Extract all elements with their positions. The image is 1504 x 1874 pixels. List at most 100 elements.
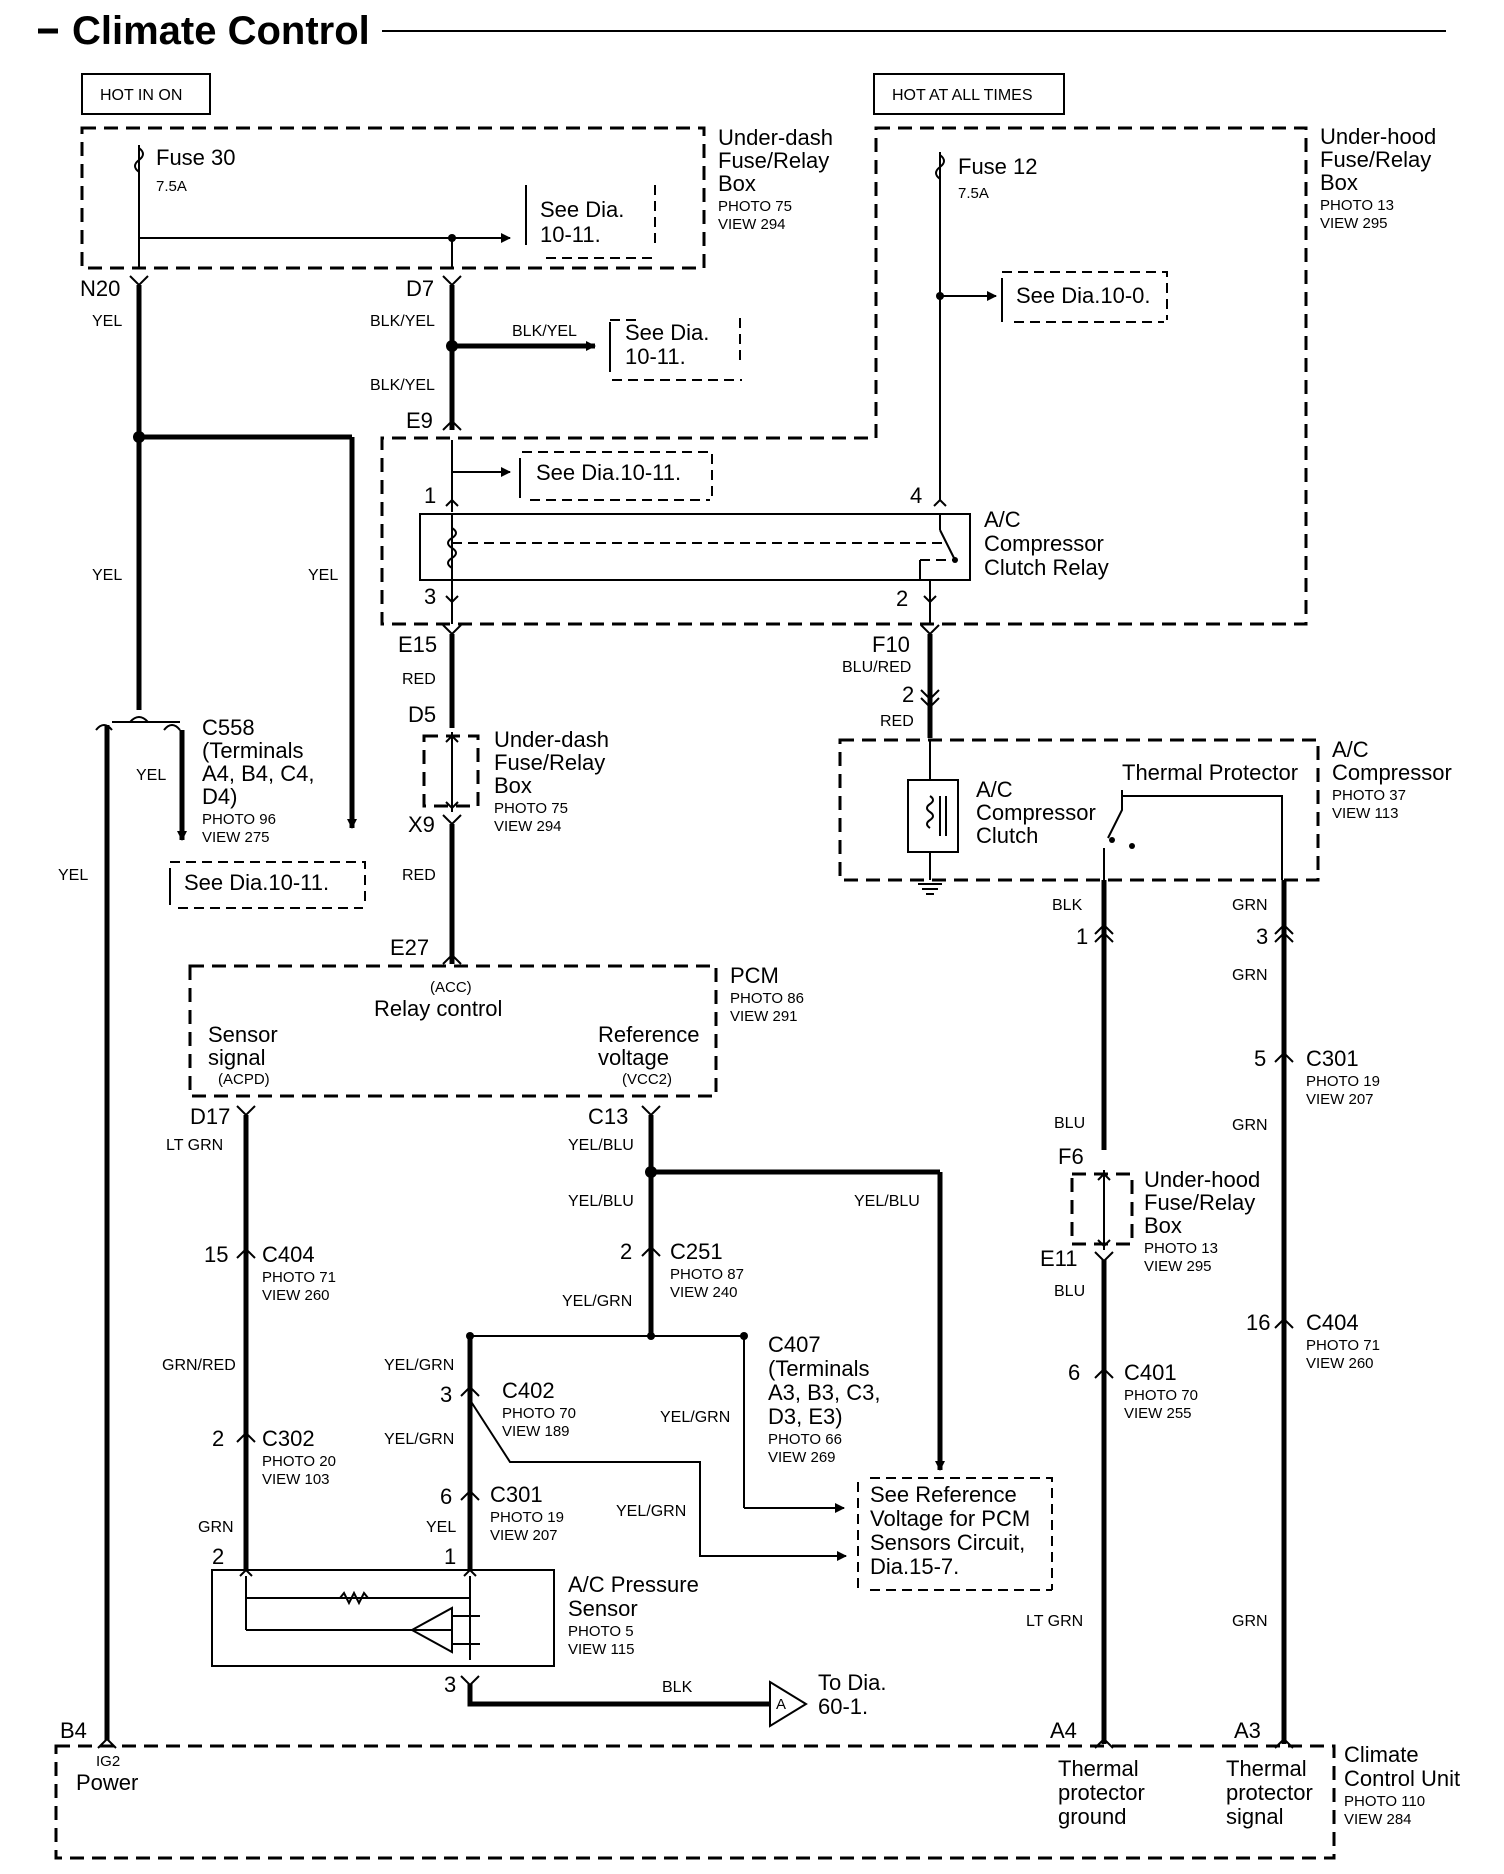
- c301b-view: VIEW 207: [1306, 1091, 1374, 1108]
- fuse30-symbol: [134, 147, 144, 173]
- terminal-d7: D7: [406, 276, 434, 301]
- wire-label-yelblu-1: YEL/BLU: [568, 1137, 634, 1154]
- c407-l2: A3, B3, C3,: [768, 1380, 881, 1405]
- thermal-protector-label: Thermal Protector: [1122, 760, 1298, 785]
- clutch-coil: [926, 795, 934, 829]
- clutch-label-2: Compressor: [976, 800, 1096, 825]
- connector-x9: [442, 814, 462, 826]
- ccu-tps-2: protector: [1226, 1780, 1313, 1805]
- connector-c401: [1094, 1367, 1114, 1379]
- wire-label-blkyel-1: BLK/YEL: [370, 313, 435, 330]
- c302-view: VIEW 103: [262, 1471, 330, 1488]
- pcm-ref-2: voltage: [598, 1045, 669, 1070]
- connector-d7: [442, 275, 462, 287]
- offpage-connector-icon: [769, 1680, 808, 1728]
- wire-label-grnred: GRN/RED: [162, 1357, 236, 1374]
- terminal-e9: E9: [406, 408, 433, 433]
- ccu-view: VIEW 284: [1344, 1811, 1412, 1828]
- see-dia-1-l1: See Dia.: [540, 197, 624, 222]
- wire-label-grn-5: GRN: [198, 1519, 234, 1536]
- wire-label-red-1: RED: [402, 671, 436, 688]
- relay-label-3: Clutch Relay: [984, 555, 1109, 580]
- wire-label-yelgrn-1: YEL/GRN: [562, 1293, 632, 1310]
- thermal-dot2: [1129, 843, 1135, 849]
- connector-f10: [920, 624, 940, 636]
- connector-pressure-gnd: [460, 1675, 480, 1687]
- clutch-label-1: A/C: [976, 777, 1013, 802]
- wire-label-grn-4: GRN: [1232, 1613, 1268, 1630]
- fuse12-symbol: [935, 154, 945, 180]
- wire-label-yel-2: YEL: [92, 567, 122, 584]
- pressure-label-1: A/C Pressure: [568, 1572, 699, 1597]
- pin-1: 1: [424, 483, 436, 508]
- c404b-view: VIEW 260: [1306, 1355, 1374, 1372]
- pin-15: 15: [204, 1242, 228, 1267]
- bus-dot-2: [647, 1332, 655, 1340]
- ccu-tpg-3: ground: [1058, 1804, 1127, 1829]
- terminal-a3: A3: [1234, 1718, 1261, 1743]
- pin-2e: 2: [620, 1239, 632, 1264]
- ccu-ig2: IG2: [96, 1753, 120, 1770]
- terminal-f10: F10: [872, 632, 910, 657]
- pin-4: 4: [910, 483, 922, 508]
- compressor-photo: PHOTO 37: [1332, 787, 1406, 804]
- terminal-n20: N20: [80, 276, 120, 301]
- ccu-power: Power: [76, 1770, 138, 1795]
- c302-photo: PHOTO 20: [262, 1453, 336, 1470]
- c401-name: C401: [1124, 1360, 1177, 1385]
- connector-d17: [236, 1105, 256, 1117]
- underhood-mid-label-1: Under-hood: [1144, 1167, 1260, 1192]
- pcm-sensor-2: signal: [208, 1045, 265, 1070]
- underhood-box: [380, 126, 1308, 626]
- terminal-e27: E27: [390, 935, 429, 960]
- connector-b4: [97, 1737, 117, 1749]
- ref-voltage-l1: See Reference: [870, 1482, 1017, 1507]
- fuse12-name: Fuse 12: [958, 154, 1038, 179]
- pressure-photo: PHOTO 5: [568, 1623, 634, 1640]
- wire-label-blu-2: BLU: [1054, 1283, 1085, 1300]
- wire-label-yelblu-2: YEL/BLU: [568, 1193, 634, 1210]
- terminal-a4: A4: [1050, 1718, 1077, 1743]
- pin-2b: 2: [902, 682, 914, 707]
- wire-label-yelgrn-4: YEL/GRN: [384, 1431, 454, 1448]
- pin-3b: 3: [1256, 924, 1268, 949]
- pin-2: 2: [896, 586, 908, 611]
- connector-c301b: [1274, 1051, 1294, 1063]
- ccu-tps-3: signal: [1226, 1804, 1283, 1829]
- connector-c13: [641, 1105, 661, 1117]
- ref-voltage-l2: Voltage for PCM: [870, 1506, 1030, 1531]
- relay-pin4: [933, 498, 947, 507]
- compressor-box: [838, 738, 1320, 882]
- wire-label-yelgrn-2: YEL/GRN: [660, 1409, 730, 1426]
- clutch-coil-box: [907, 779, 959, 853]
- underdash-photo: PHOTO 75: [718, 198, 792, 215]
- ccu-tps-1: Thermal: [1226, 1756, 1307, 1781]
- wire-label-blkyel-3: BLK/YEL: [370, 377, 435, 394]
- c558-photo: PHOTO 96: [202, 811, 276, 828]
- compressor-label-1: A/C: [1332, 737, 1369, 762]
- ccu-tpg-2: protector: [1058, 1780, 1145, 1805]
- pin-1b: 1: [1076, 924, 1088, 949]
- c404a-view: VIEW 260: [262, 1287, 330, 1304]
- relay-switch: [939, 529, 956, 561]
- pin-6b: 6: [440, 1484, 452, 1509]
- c404a-name: C404: [262, 1242, 315, 1267]
- underdash-mid-label-1: Under-dash: [494, 727, 609, 752]
- hot-at-all-times-box: [873, 73, 1065, 115]
- pressure-sensor-pins: [239, 1568, 477, 1577]
- pcm-sensor-1: Sensor: [208, 1022, 278, 1047]
- terminal-x9: X9: [408, 812, 435, 837]
- pcm-ref-1: Reference: [598, 1022, 700, 1047]
- pin-5: 5: [1254, 1046, 1266, 1071]
- offpage-a: A: [776, 1696, 786, 1713]
- underhood-photo: PHOTO 13: [1320, 197, 1394, 214]
- c402-name: C402: [502, 1378, 555, 1403]
- c407-name: C407: [768, 1332, 821, 1357]
- connector-n20: [129, 275, 149, 287]
- underhood-mid-photo: PHOTO 13: [1144, 1240, 1218, 1257]
- c404b-photo: PHOTO 71: [1306, 1337, 1380, 1354]
- ref-voltage-l4: Dia.15-7.: [870, 1554, 959, 1579]
- pin-3d: 3: [444, 1672, 456, 1697]
- see-dia-100-box: [1002, 271, 1168, 323]
